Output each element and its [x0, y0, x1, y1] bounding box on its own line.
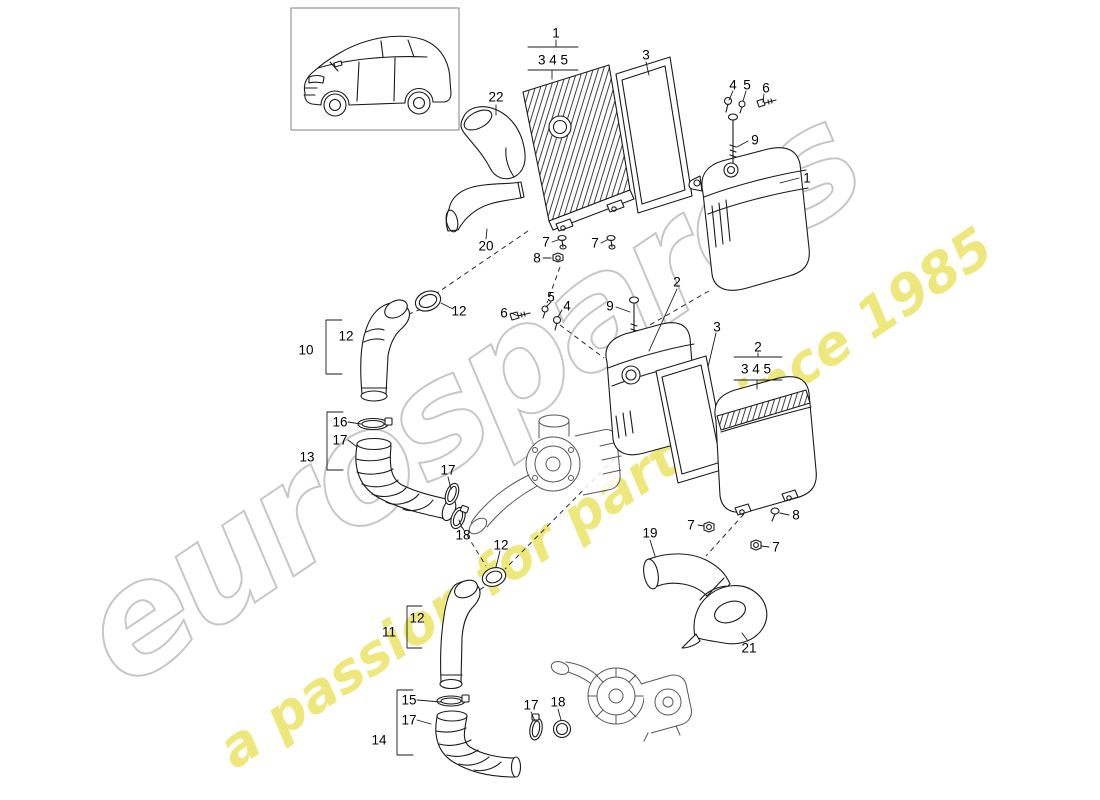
- part-8-stud-b: [770, 507, 780, 522]
- part-2-air-cleaner-housing-right: [714, 376, 817, 516]
- callout-1a[interactable]: 1: [552, 25, 560, 41]
- part-7-nut-d: [750, 539, 762, 551]
- part-7-nut-c: [703, 521, 715, 533]
- part-4-screw-mid: [552, 315, 562, 331]
- watermark: eurospares a passion for parts since 198…: [47, 72, 1004, 781]
- engine-assembly-reference-bottom: [550, 661, 692, 742]
- callout-22[interactable]: 22: [488, 89, 504, 105]
- part-11-connecting-pipe: [439, 579, 481, 690]
- part-1-air-cleaner-housing-left: [522, 64, 635, 232]
- callout-18b[interactable]: 18: [550, 694, 566, 710]
- callout-5b[interactable]: 5: [547, 289, 555, 305]
- part-12-seal-ring-a: [414, 290, 442, 312]
- part-9-bolt-top: [727, 113, 739, 164]
- vehicle-thumbnail: [290, 7, 460, 131]
- callout-9a[interactable]: 9: [751, 132, 759, 148]
- callout-12a[interactable]: 12: [451, 303, 467, 319]
- part-16-hose-clamp: [357, 417, 393, 431]
- part-7-stud-a: [557, 234, 567, 250]
- part-10-connecting-pipe: [360, 299, 411, 402]
- part-4-screw-top: [723, 96, 733, 113]
- callout-2b[interactable]: 2: [754, 339, 762, 355]
- callout-7c[interactable]: 7: [687, 517, 695, 533]
- engine-assembly-reference-center: [468, 414, 622, 535]
- callout-17c[interactable]: 17: [401, 712, 417, 728]
- part-18-hose-clamp-a: [450, 504, 470, 530]
- callout-12c[interactable]: 12: [493, 537, 509, 553]
- callout-1b[interactable]: 1: [803, 170, 811, 186]
- part-14-bellows-hose: [435, 710, 522, 778]
- callout-4a[interactable]: 4: [729, 77, 737, 93]
- callout-345b[interactable]: 3 4 5: [740, 361, 772, 377]
- callout-9b[interactable]: 9: [606, 298, 614, 314]
- callout-12b[interactable]: 12: [338, 328, 354, 344]
- callout-8b[interactable]: 8: [792, 507, 800, 523]
- part-17-hose-clamp-b: [529, 713, 543, 741]
- part-18-seal-ring-b: [552, 719, 572, 739]
- part-22-intake-scoop-top: [460, 106, 526, 180]
- part-6-screw-top: [756, 98, 777, 108]
- part-15-hose-clamp: [436, 694, 470, 707]
- callout-3a[interactable]: 3: [642, 47, 650, 63]
- part-1-air-cleaner-housing-right: [688, 147, 810, 291]
- callout-21[interactable]: 21: [741, 640, 757, 656]
- callout-20[interactable]: 20: [478, 238, 494, 254]
- callout-17b[interactable]: 17: [440, 462, 456, 478]
- callout-15[interactable]: 15: [401, 692, 417, 708]
- callout-10[interactable]: 10: [298, 342, 314, 358]
- callout-345a[interactable]: 3 4 5: [537, 52, 569, 68]
- callout-2a[interactable]: 2: [673, 274, 681, 290]
- part-7-stud-b: [606, 234, 616, 250]
- callout-5a[interactable]: 5: [743, 77, 751, 93]
- callout-16[interactable]: 16: [332, 414, 348, 430]
- callout-17a[interactable]: 17: [332, 432, 348, 448]
- callout-18a[interactable]: 18: [455, 527, 471, 543]
- part-20-air-duct-top: [445, 181, 525, 233]
- part-5-washer-mid: [541, 305, 549, 319]
- callout-6a[interactable]: 6: [762, 80, 770, 96]
- part-17-hose-clamp-a: [444, 482, 460, 506]
- callout-17d[interactable]: 17: [523, 697, 539, 713]
- callout-14[interactable]: 14: [371, 732, 387, 748]
- callout-6b[interactable]: 6: [500, 305, 508, 321]
- callout-3b[interactable]: 3: [713, 319, 721, 335]
- part-12-seal-ring-b: [481, 567, 507, 587]
- callout-12d[interactable]: 12: [409, 610, 425, 626]
- callout-8a[interactable]: 8: [533, 250, 541, 266]
- callout-4b[interactable]: 4: [563, 298, 571, 314]
- part-8-nut-a: [552, 252, 564, 263]
- callout-7b[interactable]: 7: [591, 235, 599, 251]
- callout-7d[interactable]: 7: [772, 539, 780, 555]
- callout-leader-lines: [325, 39, 800, 756]
- part-21-intake-scoop-lower: [681, 585, 768, 649]
- assembly-dashed-lines: [401, 230, 745, 597]
- part-3-air-filter-left: [615, 56, 693, 214]
- callout-19[interactable]: 19: [642, 525, 658, 541]
- callout-11[interactable]: 11: [381, 624, 397, 640]
- callout-13[interactable]: 13: [299, 449, 315, 465]
- part-5-washer-top: [738, 100, 746, 114]
- callout-7a[interactable]: 7: [542, 234, 550, 250]
